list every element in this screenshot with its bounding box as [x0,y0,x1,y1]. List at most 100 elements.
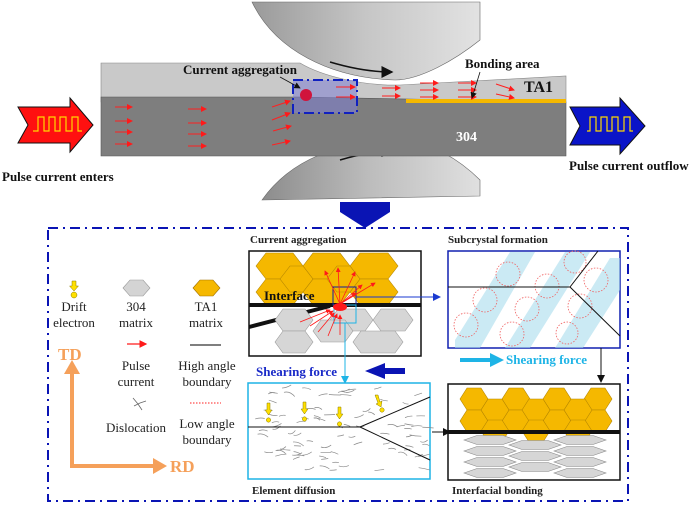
panel-bonding-title: Interfacial bonding [452,485,543,497]
panel-element-diffusion: Element diffusion [247,382,451,497]
dislocation-mark [267,392,276,395]
dislocation-mark [293,441,304,447]
dislocation-mark [275,446,287,452]
axis-rd-label: RD [170,457,195,476]
dislocation-mark [271,421,280,424]
interface-label: Interface [264,288,315,303]
dislocation-mark [382,442,390,445]
dislocation-mark [380,399,388,402]
shear-force-label-left: Shearing force [256,364,337,379]
dislocation-mark [420,439,428,443]
pulse-input-arrow-icon [17,96,94,154]
subgrain-boundaries [453,250,609,347]
dislocation-mark [283,391,296,397]
s304-grain [553,468,607,478]
dislocation-icon [132,397,147,411]
legend-low-2: boundary [182,432,232,447]
label-current-aggregation: Current aggregation [183,62,298,77]
label-ta1: TA1 [524,79,553,96]
drift-electron-icon [68,280,80,299]
hexagon-ta1-icon [192,279,221,297]
s304-grain [463,446,517,456]
legend-drift-1: Drift [61,299,87,314]
dislocation-mark [387,424,398,428]
dislocation-mark [404,415,413,418]
dislocation-mark [318,393,328,397]
dislocation-mark [338,465,350,468]
legend-ta1-2: matrix [189,315,223,330]
dislocation-mark [368,411,375,416]
dislocation-mark [409,434,422,437]
pulse-output-wave [587,116,633,132]
dislocation-mark [302,451,312,456]
dislocation-mark [306,440,314,442]
dislocation-mark [275,453,287,457]
dislocation-mark [362,408,371,412]
dislocation-mark [320,444,332,448]
legend-pulse-2: current [118,374,155,389]
dislocation-mark [374,469,385,472]
bonding-layer [406,99,566,103]
legend-high-1: High angle [178,358,236,373]
drift-electrons [264,394,385,427]
dislocation-mark [293,432,302,436]
s304-grain [463,435,517,445]
dislocation-mark [276,449,286,454]
dislocation-mark [422,443,430,446]
panel-subcrystal: Subcrystal formation Shearing force [447,234,621,383]
dislocation-mark [405,434,413,438]
dislocation-mark [353,441,363,446]
dislocation-mark [337,434,345,437]
dislocation-mark [354,414,364,419]
aggregation-pointer [279,76,301,89]
dislocation-mark [304,466,315,471]
dislocation-mark [418,467,430,471]
dislocation-mark [402,402,409,405]
panel-subcrystal-title: Subcrystal formation [448,234,548,246]
dislocation-mark [380,432,390,435]
dislocation-mark [313,415,321,419]
s304-strip [100,96,567,157]
legend-drift-2: electron [53,315,95,330]
bonding-pointer [470,71,481,99]
dislocation-mark [422,426,434,429]
dislocation-mark [287,430,296,435]
dislocation-mark [340,394,352,396]
s304-grain [463,468,517,478]
dislocation-mark [292,456,300,460]
dislocation-mark [302,387,311,390]
legend-304-1: 304 [126,299,146,314]
dislocation-mark [280,448,291,451]
dislocation-mark [329,469,337,471]
dislocation-mark [345,389,355,393]
dislocation-mark [341,388,350,392]
dislocation-mark [337,391,346,393]
current-arrows [115,80,515,149]
legend-low-1: Low angle [179,416,234,431]
dislocation-mark [264,451,274,454]
dislocation-mark [255,417,265,420]
s304-grain [553,446,607,456]
s304-grain [508,440,562,450]
dislocation-mark [411,425,423,428]
dislocation-mark [257,433,269,438]
dislocation-mark [414,453,423,458]
dislocation-mark [403,449,411,451]
dislocation-mark [404,428,412,430]
legend-dislocation: Dislocation [106,420,166,435]
dislocation-mark [328,394,341,396]
axis-td-label: TD [58,345,82,364]
upper-roll-rotation-arrow [329,61,394,78]
hexagon-304-icon [122,279,151,297]
legend-ta1-1: TA1 [195,299,218,314]
dislocation-mark [314,407,323,410]
dislocation-mark [278,414,286,417]
dislocation-mark [348,435,356,438]
s304-grain [508,451,562,461]
panel-diffusion-title: Element diffusion [252,485,335,497]
dislocation-mark [321,458,329,460]
dislocation-mark [313,417,326,422]
s304-grain [463,457,517,467]
label-bonding-area: Bonding area [465,56,540,71]
dislocation-mark [414,392,423,397]
